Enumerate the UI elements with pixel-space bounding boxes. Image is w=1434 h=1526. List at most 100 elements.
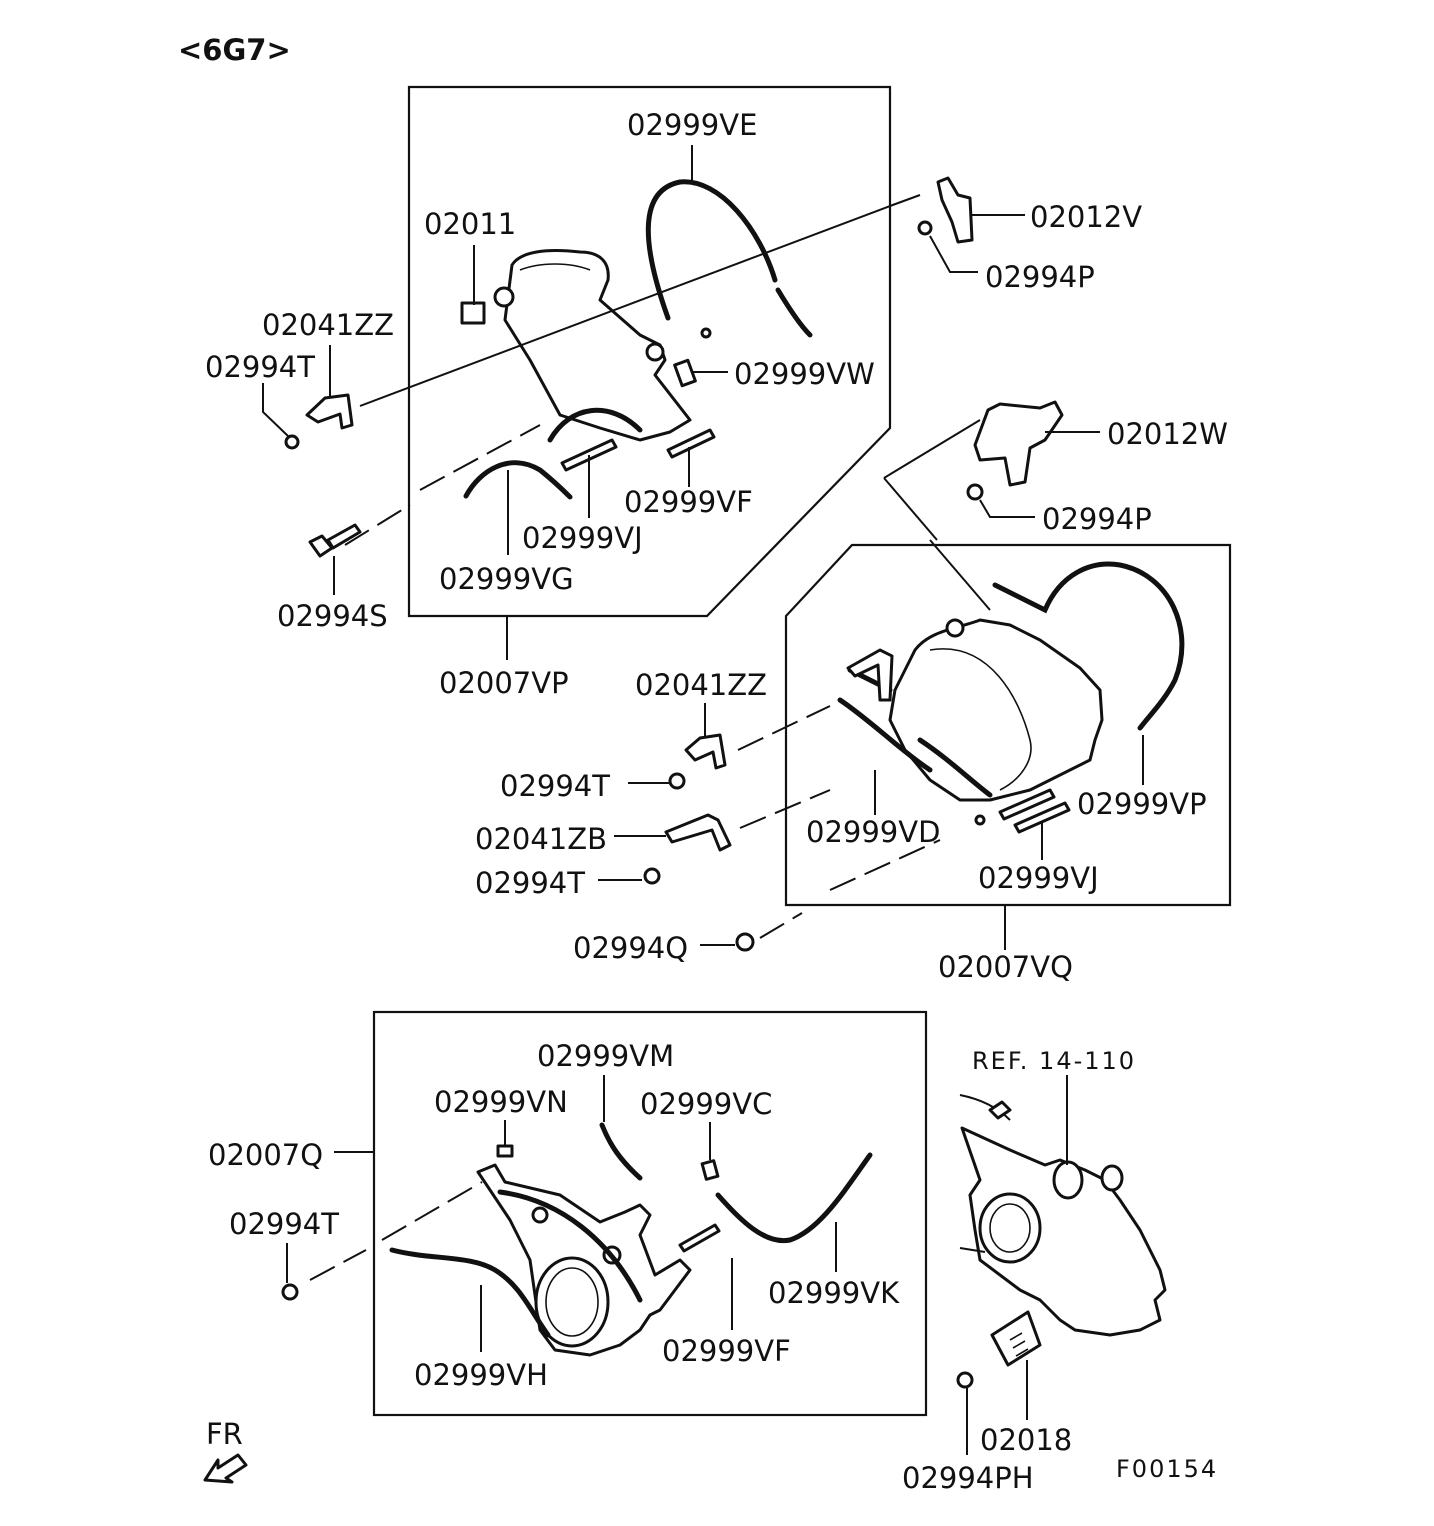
label-02012v[interactable]: 02012V: [1030, 200, 1142, 234]
leader-02994p-a: [929, 235, 978, 273]
seal-02999vj-b: [1013, 801, 1071, 834]
seal-02999vf-b: [678, 1223, 721, 1253]
bolt-02994t-c: [643, 867, 661, 885]
cover-curve-detail: [929, 648, 1032, 791]
cover-edge-seal: [497, 1189, 643, 1303]
cover-mount-boss: [493, 286, 515, 308]
lower-cover-group: [309, 1010, 928, 1417]
engine-edge: [959, 1247, 986, 1253]
label-02041zz-a[interactable]: 02041ZZ: [262, 308, 394, 342]
cover-mount-tab: [846, 648, 894, 702]
label-02041zz-b[interactable]: 02041ZZ: [635, 668, 767, 702]
seal-02999vh: [389, 1247, 551, 1338]
label-02994ph[interactable]: 02994PH: [902, 1461, 1034, 1495]
label-02994t-c[interactable]: 02994T: [475, 866, 585, 900]
label-02012w[interactable]: 02012W: [1107, 417, 1228, 451]
label-02007vq[interactable]: 02007VQ: [938, 950, 1073, 984]
label-02994s[interactable]: 02994S: [277, 599, 388, 633]
leader-02994t-a: [262, 383, 289, 437]
seal-02999vk: [715, 1152, 873, 1244]
cover-lower-seal: [547, 407, 643, 443]
figure-id: F00154: [1116, 1455, 1218, 1483]
label-02994t-d[interactable]: 02994T: [229, 1207, 339, 1241]
engine-stud: [988, 1100, 1012, 1120]
engine-code-label: <6G7>: [178, 33, 291, 67]
seal-02999ve: [645, 179, 778, 321]
seal-02999vg: [463, 460, 573, 500]
bolt-02994p-b: [966, 483, 984, 501]
bracket-02041zb: [664, 813, 732, 852]
label-02999vw[interactable]: 02999VW: [734, 357, 875, 391]
axis-line: [419, 424, 541, 491]
label-02007q[interactable]: 02007Q: [208, 1138, 323, 1172]
label-02994t-b[interactable]: 02994T: [500, 769, 610, 803]
seal-02999ve-end: [775, 287, 813, 338]
seal-strip: [998, 788, 1056, 821]
bolt-02994s: [308, 523, 362, 558]
cover-edge-detail: [519, 263, 591, 271]
axis-line: [739, 789, 831, 829]
bolt-02994q: [735, 932, 755, 952]
cover-mount-boss: [645, 342, 665, 362]
axis-line: [359, 205, 891, 407]
engine-block-outline: [960, 1126, 1167, 1337]
small-pin: [974, 814, 986, 826]
seal-02999vp: [992, 561, 1185, 731]
cover-mount-boss: [945, 618, 965, 638]
label-02999vj-a[interactable]: 02999VJ: [522, 521, 643, 555]
label-02041zb[interactable]: 02041ZB: [475, 822, 607, 856]
engine-port-inner: [989, 1203, 1031, 1253]
axis-line: [381, 1181, 483, 1241]
label-02999vj-b[interactable]: 02999VJ: [978, 861, 1099, 895]
label-02999vg[interactable]: 02999VG: [439, 562, 574, 596]
axis-line: [883, 419, 981, 479]
reference-label[interactable]: REF. 14-110: [972, 1047, 1136, 1075]
bracket-02041zz-b: [684, 733, 727, 770]
seal-02999vm: [599, 1122, 643, 1181]
label-02999vh[interactable]: 02999VH: [414, 1358, 548, 1392]
bolt-02994p-a: [917, 220, 933, 236]
label-02994q[interactable]: 02994Q: [573, 931, 688, 965]
label-02994p-a[interactable]: 02994P: [985, 260, 1095, 294]
label-02999vc[interactable]: 02999VC: [640, 1087, 772, 1121]
plate-02018-marks: [1009, 1332, 1029, 1357]
seal-02999vf-a: [666, 428, 716, 459]
axis-line: [889, 194, 921, 207]
label-02999vf-a[interactable]: 02999VF: [624, 485, 753, 519]
label-02999vp[interactable]: 02999VP: [1077, 787, 1207, 821]
label-02999vd[interactable]: 02999VD: [806, 815, 940, 849]
crank-seal-ring: [534, 1256, 610, 1348]
label-02994t-a[interactable]: 02994T: [205, 350, 315, 384]
bolt-02994t-a: [284, 434, 300, 450]
label-02999ve[interactable]: 02999VE: [627, 108, 757, 142]
label-02011[interactable]: 02011: [424, 207, 516, 241]
middle-cover-group-frame: [784, 543, 1232, 907]
lower-cover-group-frame: [372, 1010, 928, 1417]
seal-02999vd-inner: [917, 737, 993, 798]
upper-cover-group: [344, 85, 921, 618]
label-02999vm[interactable]: 02999VM: [537, 1039, 674, 1073]
engine-boss: [1100, 1164, 1124, 1192]
front-arrow-icon: [203, 1453, 248, 1484]
axis-line: [759, 912, 803, 939]
upper-cover-group-frame: [407, 85, 892, 618]
seal-02999vn: [496, 1144, 514, 1158]
middle-timing-cover: [888, 618, 1104, 802]
crank-seal-inner: [545, 1267, 599, 1337]
bracket-02012v: [936, 176, 974, 244]
bolt-02994t-d: [281, 1283, 299, 1301]
label-02994p-b[interactable]: 02994P: [1042, 502, 1152, 536]
label-02999vf-b[interactable]: 02999VF: [662, 1334, 791, 1368]
axis-line: [309, 1249, 367, 1281]
label-02999vk[interactable]: 02999VK: [768, 1276, 900, 1310]
plate-02018: [990, 1310, 1042, 1367]
label-02007vp[interactable]: 02007VP: [439, 666, 569, 700]
axis-line: [829, 839, 941, 891]
label-02999vn[interactable]: 02999VN: [434, 1085, 568, 1119]
seal-02999vc: [700, 1159, 720, 1181]
seal-02999vd: [837, 697, 933, 773]
bracket-02012w: [973, 400, 1064, 487]
label-02018[interactable]: 02018: [980, 1423, 1072, 1457]
axis-line: [737, 705, 831, 751]
